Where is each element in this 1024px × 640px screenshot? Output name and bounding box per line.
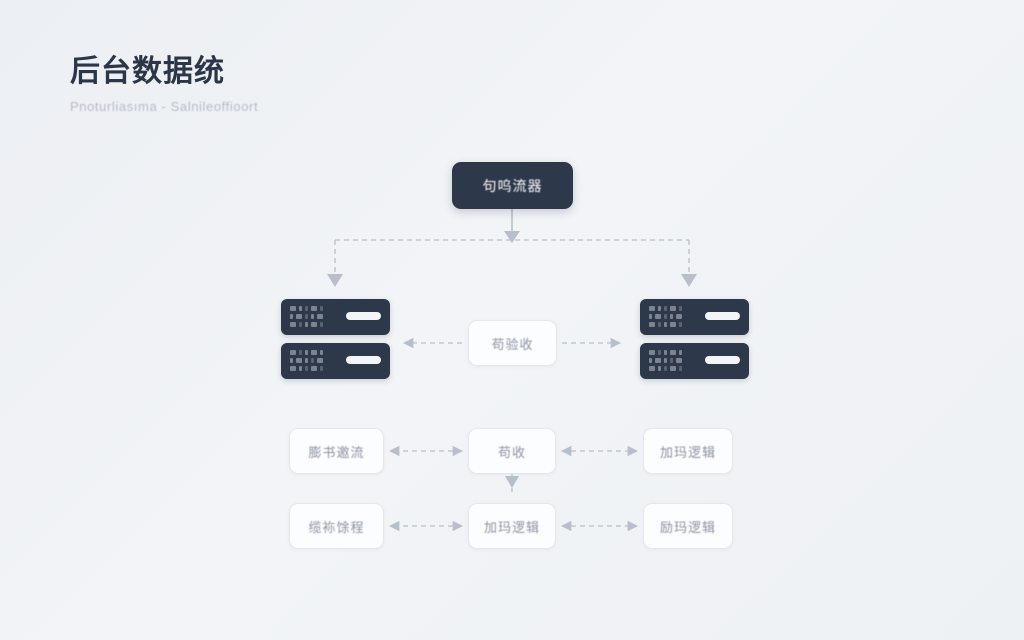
node-left-1[interactable]: 膨书邀流 [289,428,384,474]
server-rack-unit[interactable] [640,343,749,379]
server-rack-icon [649,350,682,371]
server-rack-icon [290,306,323,327]
server-rack-right[interactable] [640,299,749,379]
node-right-1[interactable]: 加玛逻辑 [643,428,733,474]
server-rack-unit[interactable] [281,343,390,379]
page-title: 后台数据统 [70,55,225,88]
edge-bus-to-server-right [681,240,697,287]
server-rack-icon [290,350,323,371]
edge-root-to-bus [504,209,520,243]
edge-middle1-middle2 [505,474,519,492]
server-rack-unit[interactable] [281,299,390,335]
server-status-bar [346,312,381,320]
server-rack-unit[interactable] [640,299,749,335]
node-middle-1-label: 苟收 [497,444,526,460]
node-middle-2[interactable]: 加玛逻辑 [468,503,556,549]
edge-bus-to-server-left [327,240,343,287]
node-right-2[interactable]: 励玛逻辑 [643,503,733,549]
node-hub[interactable]: 苟验收 [468,320,557,366]
server-status-bar [705,312,740,320]
node-root-label: 句呜流器 [482,177,543,194]
node-root[interactable]: 句呜流器 [452,162,573,209]
page-subtitle: Pnoturliasıma - Salnileoffioort [70,99,259,114]
server-status-bar [705,356,740,364]
node-left-2-label: 缆袮馀程 [308,519,365,535]
node-right-2-label: 励玛逻辑 [659,519,716,535]
node-right-1-label: 加玛逻辑 [659,444,716,460]
page-header: 后台数据统 Pnoturliasıma - Salnileoffioort [70,54,570,114]
node-left-2[interactable]: 缆袮馀程 [289,503,384,549]
node-hub-label: 苟验收 [491,336,534,352]
node-left-1-label: 膨书邀流 [308,444,365,460]
server-rack-icon [649,306,682,327]
node-middle-2-label: 加玛逻辑 [483,519,540,535]
node-middle-1[interactable]: 苟收 [468,428,556,474]
server-status-bar [346,356,381,364]
server-rack-left[interactable] [281,299,390,379]
